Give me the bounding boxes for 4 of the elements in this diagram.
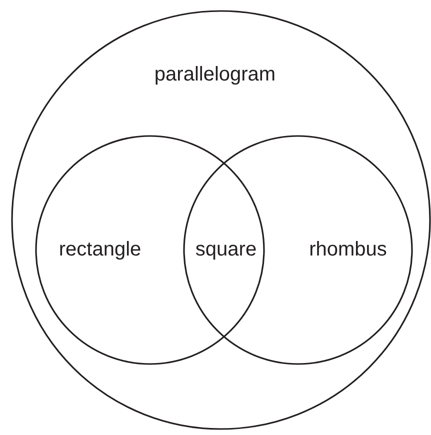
set-label: rhombus [309, 238, 387, 262]
set-label: parallelogram [154, 64, 276, 86]
set-label: rectangle [58, 238, 142, 262]
overlap-label: square [195, 238, 257, 262]
